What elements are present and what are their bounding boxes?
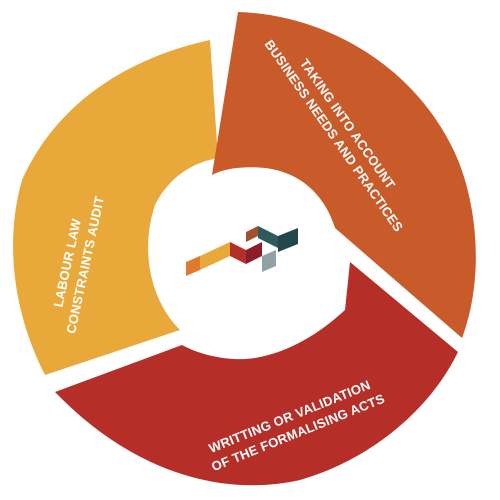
segment-business-needs <box>212 12 476 338</box>
logo-piece-brown <box>246 226 258 242</box>
segment-labour-law-audit <box>13 40 218 375</box>
segment-writing-validation <box>55 262 458 486</box>
logo-piece-teal <box>258 226 278 248</box>
logo-piece-darkred <box>246 242 262 264</box>
logo-piece-orange <box>186 256 200 276</box>
logo-piece-teal-dark <box>278 228 298 252</box>
logo-piece-grey <box>262 250 276 272</box>
logo-piece-red <box>230 242 246 264</box>
logo-piece-yellow <box>200 242 230 270</box>
center-logo <box>186 226 298 276</box>
